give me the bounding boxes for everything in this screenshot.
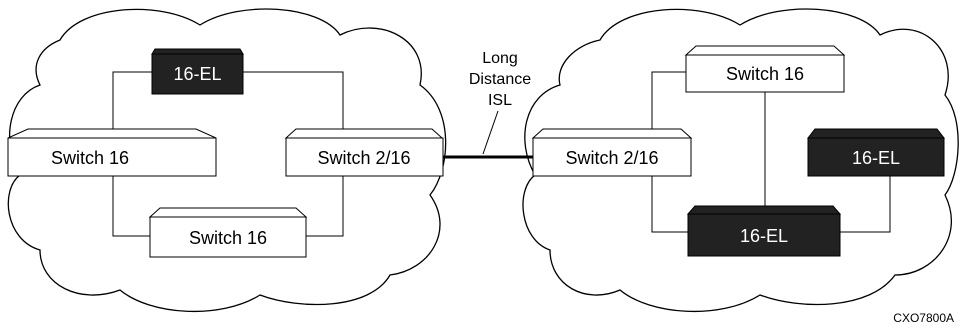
left-left-switch-label: Switch 16 bbox=[51, 148, 129, 168]
right-bottom-switch: 16-EL bbox=[686, 205, 842, 257]
left-top-switch-label: 16-EL bbox=[173, 64, 221, 84]
isl-callout-leader bbox=[482, 110, 499, 155]
left-bottom-switch-label: Switch 16 bbox=[189, 228, 267, 248]
left-top-switch: 16-EL bbox=[151, 48, 244, 95]
figure-id: CXO7800A bbox=[893, 311, 954, 325]
left-right-switch-label: Switch 2/16 bbox=[317, 148, 410, 168]
isl-label-line3: ISL bbox=[488, 92, 512, 109]
right-top-switch-label: Switch 16 bbox=[726, 64, 804, 84]
isl-label-line1: Long bbox=[482, 50, 518, 67]
right-left-switch: Switch 2/16 bbox=[531, 128, 693, 177]
right-fabric-links bbox=[651, 71, 891, 233]
left-left-switch: Switch 16 bbox=[7, 128, 217, 177]
right-top-switch: Switch 16 bbox=[684, 45, 846, 93]
right-right-switch-label: 16-EL bbox=[852, 148, 900, 168]
left-bottom-switch: Switch 16 bbox=[148, 207, 308, 258]
right-left-switch-label: Switch 2/16 bbox=[565, 148, 658, 168]
right-right-switch: 16-EL bbox=[806, 128, 946, 177]
left-fabric-links bbox=[112, 71, 344, 237]
left-fabric-cloud bbox=[7, 8, 447, 313]
left-right-switch: Switch 2/16 bbox=[284, 128, 444, 177]
isl-label-line2: Distance bbox=[469, 71, 531, 88]
right-bottom-switch-label: 16-EL bbox=[740, 226, 788, 246]
